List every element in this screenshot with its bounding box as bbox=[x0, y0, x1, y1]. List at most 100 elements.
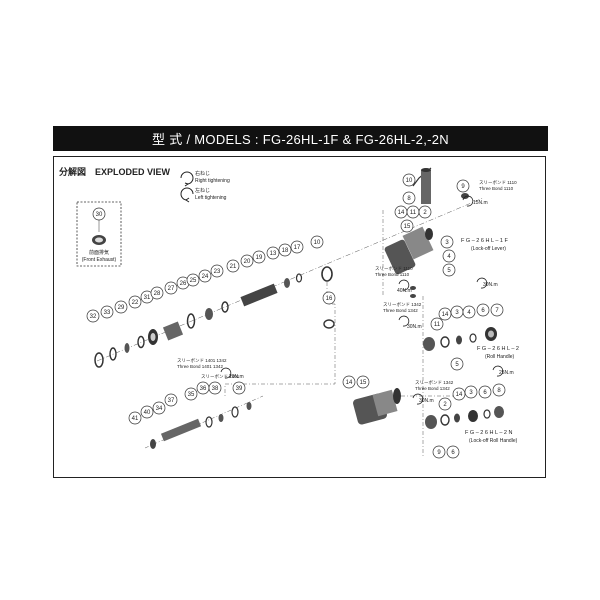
svg-text:11: 11 bbox=[434, 322, 441, 328]
callout-25: 25 bbox=[186, 273, 200, 287]
left-tightening-icon bbox=[180, 187, 194, 203]
caption-lockoff-lever: (Lock-off Lever) bbox=[471, 246, 506, 252]
svg-text:8: 8 bbox=[497, 388, 501, 394]
note-tb1110-en-mid: Three Bond 1110 bbox=[375, 272, 410, 277]
svg-text:6: 6 bbox=[451, 450, 455, 456]
svg-text:10: 10 bbox=[406, 178, 413, 184]
torque-25nm: 25N.m bbox=[499, 370, 514, 376]
note-tb1342-jp: スリーボンド 1342 bbox=[383, 301, 422, 307]
svg-text:31: 31 bbox=[144, 295, 151, 301]
svg-text:2: 2 bbox=[423, 210, 427, 216]
callout-6-low: 6 bbox=[478, 385, 492, 399]
svg-text:36: 36 bbox=[200, 386, 207, 392]
callout-15-top: 15 bbox=[400, 219, 414, 233]
callout-20: 20 bbox=[240, 254, 254, 268]
note-tb1110-jp-mid: スリーボンド 1110 bbox=[375, 265, 413, 271]
callout-23: 23 bbox=[210, 264, 224, 278]
callout-24: 24 bbox=[198, 269, 212, 283]
note-tb1110-jp-top: スリーボンド 1110 bbox=[479, 179, 517, 185]
note-tb1110-en-top: Three Bond 1110 bbox=[479, 186, 514, 191]
svg-text:18: 18 bbox=[282, 248, 289, 254]
front-exhaust-box bbox=[76, 201, 122, 267]
right-tightening-icon bbox=[398, 315, 410, 327]
callout-18: 18 bbox=[278, 243, 292, 257]
svg-text:3: 3 bbox=[469, 390, 473, 396]
callout-39: 39 bbox=[232, 381, 246, 395]
callout-30: 30 bbox=[92, 207, 106, 221]
svg-text:14: 14 bbox=[442, 312, 449, 318]
svg-text:39: 39 bbox=[236, 386, 243, 392]
center-cylinder bbox=[353, 388, 401, 425]
callout-33: 33 bbox=[100, 305, 114, 319]
svg-text:14: 14 bbox=[346, 380, 353, 386]
svg-text:9: 9 bbox=[461, 184, 465, 190]
model-roll-handle: F G – 2 6 H L – 2 bbox=[477, 346, 519, 352]
callout-14-low: 14 bbox=[452, 387, 466, 401]
note-tb1401-1342-en: Three Bond 1401 1342 bbox=[177, 364, 224, 369]
callout-34: 34 bbox=[152, 401, 166, 415]
torque-30nm-roll: 30N.m bbox=[483, 282, 498, 288]
roll-handle-assembly bbox=[423, 327, 497, 351]
torque-30nm-low: 30N.m bbox=[419, 398, 434, 404]
section-title-en: EXPLODED VIEW bbox=[95, 167, 171, 177]
callout-41: 41 bbox=[128, 411, 142, 425]
svg-text:10: 10 bbox=[314, 240, 321, 246]
svg-text:11: 11 bbox=[410, 210, 417, 216]
torque-20nm: 20N.m bbox=[229, 374, 244, 380]
caption-roll-handle: (Roll Handle) bbox=[485, 354, 515, 360]
right-tightening-icon bbox=[180, 171, 194, 187]
note-tb1401-jp-low: スリーボンド 1401 bbox=[201, 373, 240, 379]
callout-5-top: 5 bbox=[442, 263, 456, 277]
note-tb1342-en: Three Bond 1342 bbox=[383, 308, 418, 313]
callout-10: 10 bbox=[310, 235, 324, 249]
svg-text:6: 6 bbox=[481, 308, 485, 314]
callout-35: 35 bbox=[184, 387, 198, 401]
callout-37: 37 bbox=[164, 393, 178, 407]
svg-text:30: 30 bbox=[96, 212, 103, 218]
callout-15-center: 15 bbox=[356, 375, 370, 389]
lockoff-roll-assembly bbox=[425, 406, 504, 429]
svg-text:38: 38 bbox=[212, 386, 219, 392]
motor-subassembly bbox=[144, 395, 264, 449]
svg-text:2: 2 bbox=[443, 402, 447, 408]
svg-text:17: 17 bbox=[294, 245, 301, 251]
svg-text:14: 14 bbox=[398, 210, 405, 216]
callout-14-top: 14 bbox=[394, 205, 408, 219]
callout-11-top: 11 bbox=[406, 205, 420, 219]
callout-32: 32 bbox=[86, 309, 100, 323]
models-banner: 型 式 / MODELS : FG-26HL-1F & FG-26HL-2,-2… bbox=[53, 126, 548, 151]
svg-text:23: 23 bbox=[214, 269, 221, 275]
svg-text:6: 6 bbox=[483, 390, 487, 396]
exploded-view-diagram: 分解図 EXPLODED VIEW 右ねじ Right tightening 左… bbox=[59, 166, 519, 459]
torque-40nm: 40N.m bbox=[397, 288, 412, 294]
callout-27: 27 bbox=[164, 281, 178, 295]
callout-3-top: 3 bbox=[440, 235, 454, 249]
svg-text:15: 15 bbox=[360, 380, 367, 386]
callout-28: 28 bbox=[150, 286, 164, 300]
right-tightening-icon bbox=[476, 277, 488, 289]
legend-right-en: Right tightening bbox=[195, 178, 230, 184]
svg-text:37: 37 bbox=[168, 398, 175, 404]
svg-text:8: 8 bbox=[407, 196, 411, 202]
note-tb1342-jp-low: スリーボンド 1342 bbox=[415, 379, 454, 385]
svg-text:16: 16 bbox=[326, 296, 333, 302]
callout-26: 26 bbox=[176, 276, 190, 290]
callout-6-bottom: 6 bbox=[446, 445, 460, 459]
callout-13: 13 bbox=[266, 246, 280, 260]
callout-36: 36 bbox=[196, 381, 210, 395]
svg-text:5: 5 bbox=[447, 268, 451, 274]
right-tightening-icon bbox=[220, 367, 232, 379]
callout-5-mid: 5 bbox=[450, 357, 464, 371]
svg-text:4: 4 bbox=[447, 254, 451, 260]
models-title: 型 式 / MODELS : FG-26HL-1F & FG-26HL-2,-2… bbox=[152, 132, 449, 147]
svg-text:33: 33 bbox=[104, 310, 111, 316]
legend-left-en: Left tightening bbox=[195, 195, 227, 201]
svg-text:15: 15 bbox=[404, 224, 411, 230]
callout-7-mid: 7 bbox=[490, 303, 504, 317]
svg-text:40: 40 bbox=[144, 410, 151, 416]
svg-text:7: 7 bbox=[495, 308, 499, 314]
caption-lockoff-roll: (Lock-off Roll Handle) bbox=[469, 438, 518, 444]
callout-19: 19 bbox=[252, 250, 266, 264]
callout-11-mid: 11 bbox=[430, 317, 444, 331]
callout-3-low: 3 bbox=[464, 385, 478, 399]
